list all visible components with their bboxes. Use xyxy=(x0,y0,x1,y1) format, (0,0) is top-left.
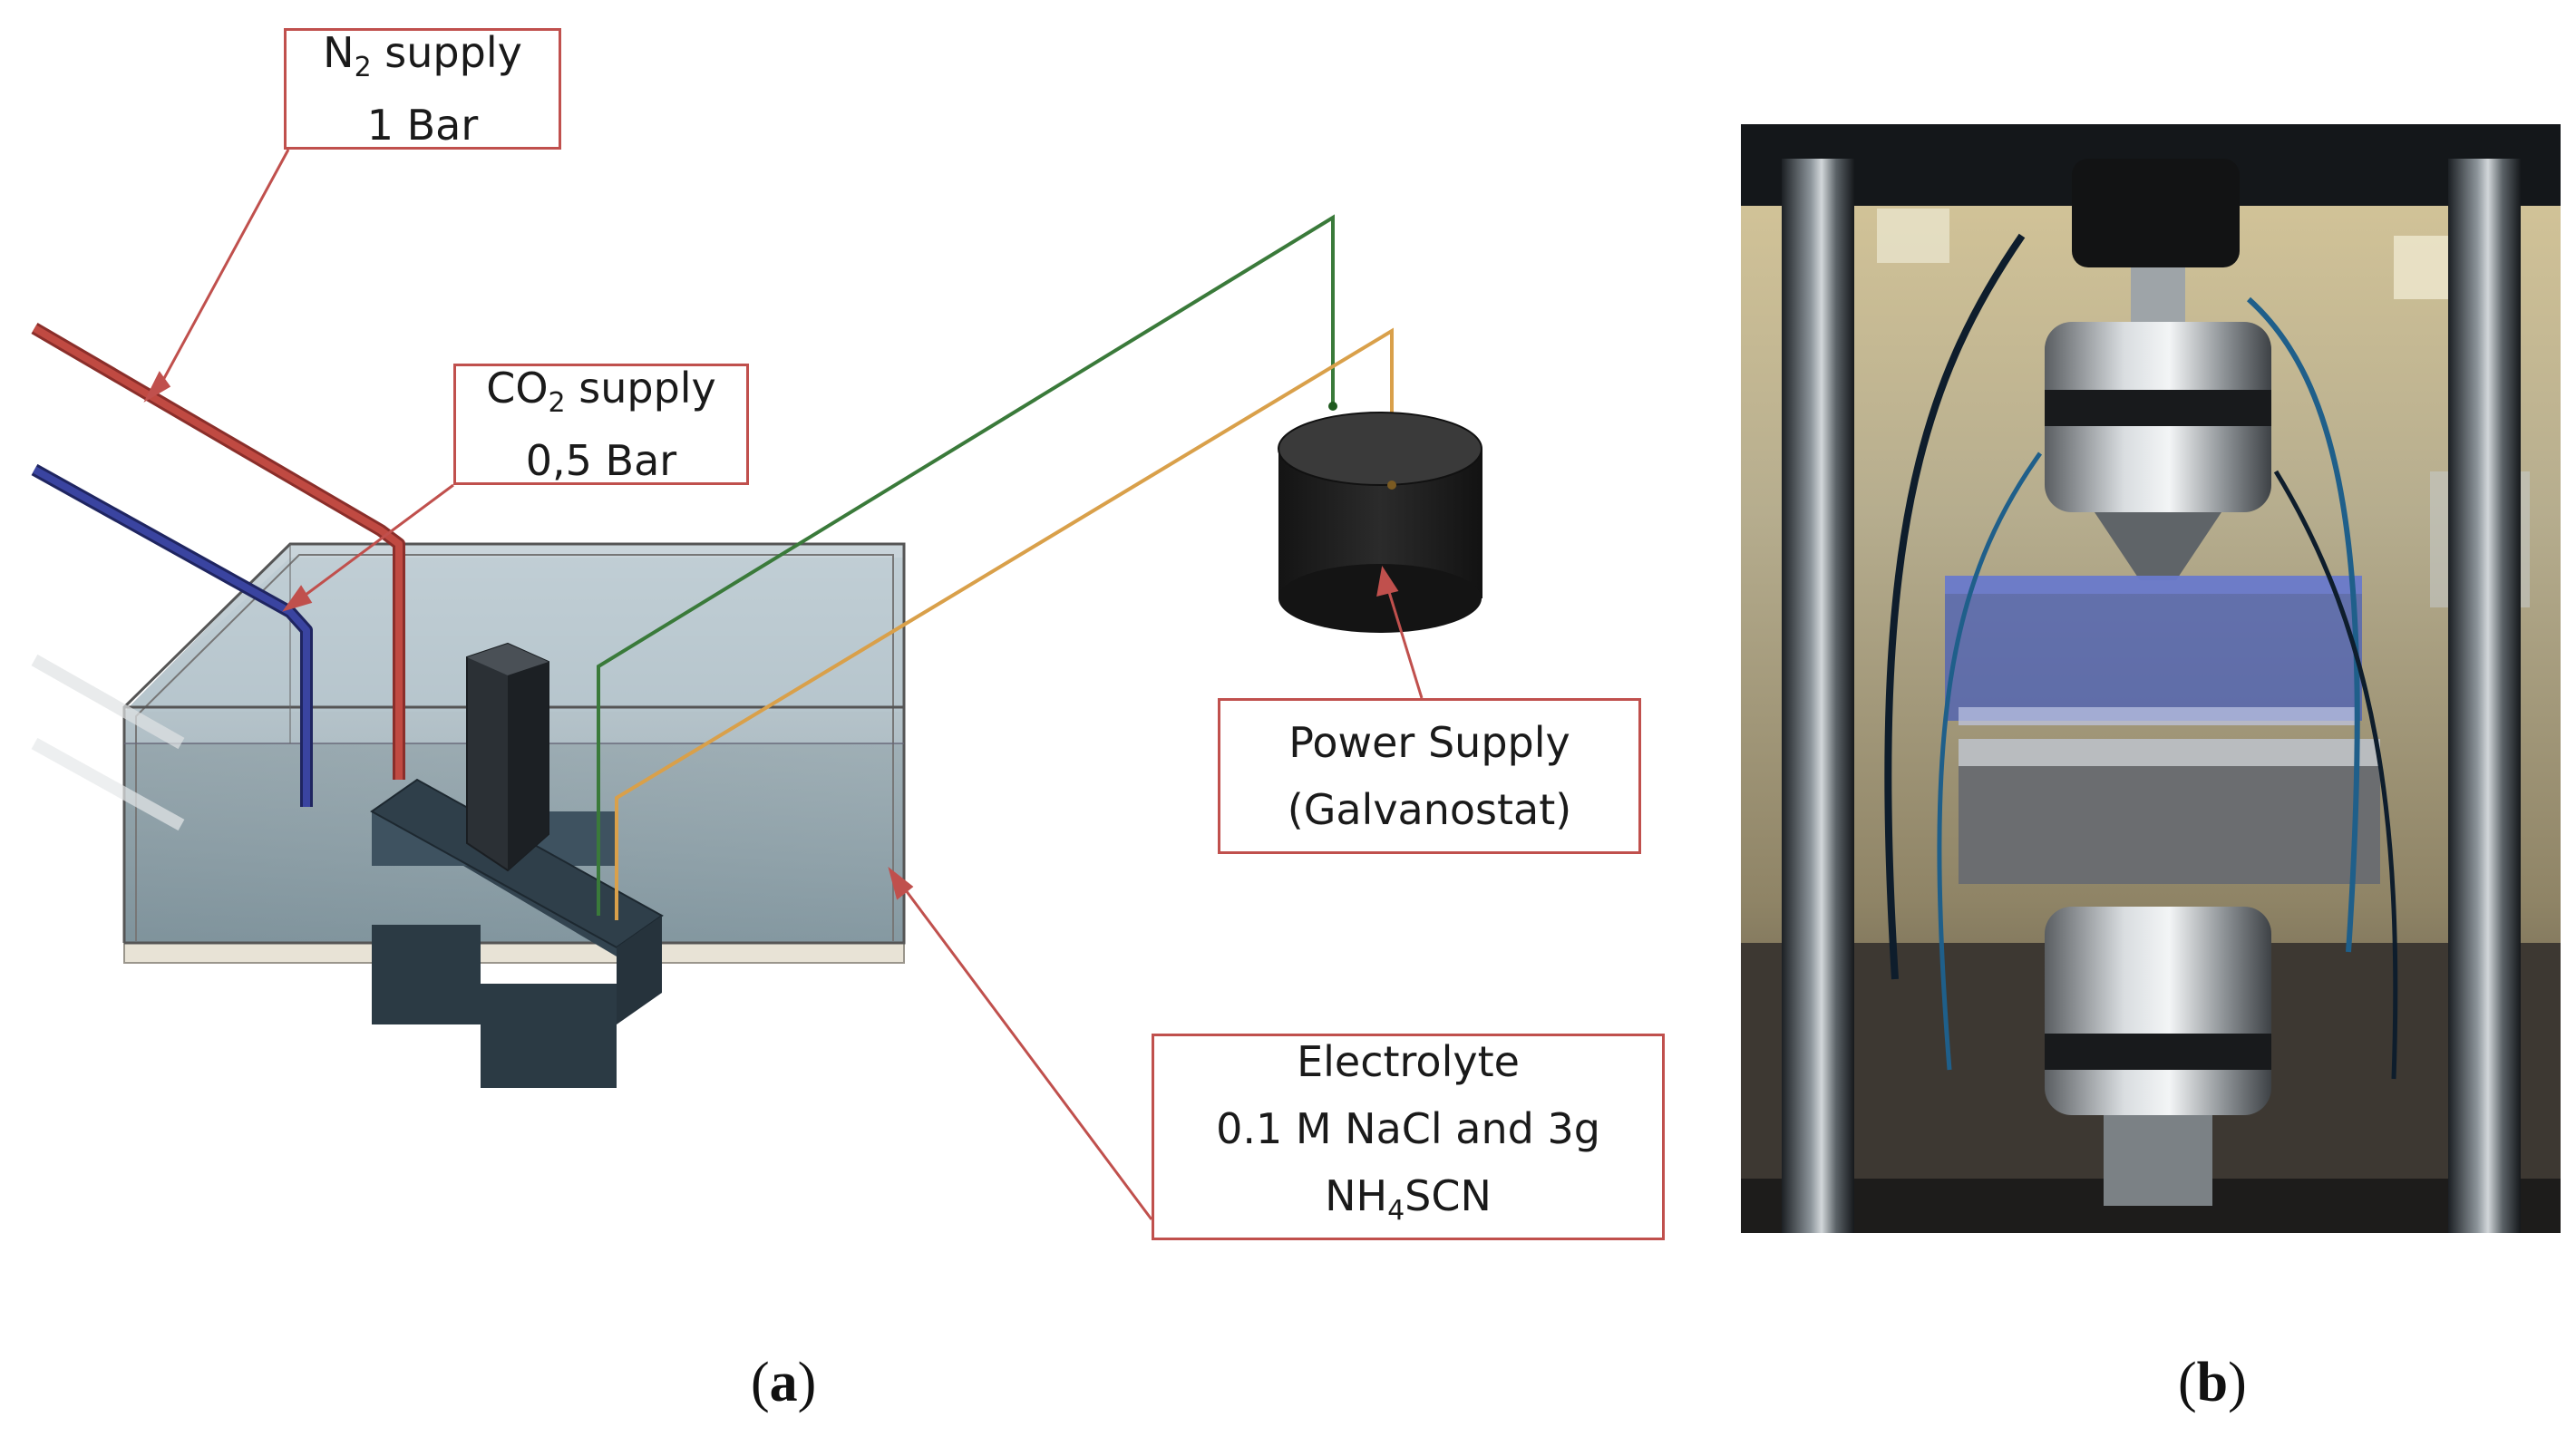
power-supply-callout: Power Supply (Galvanostat) xyxy=(1218,698,1641,854)
right-column xyxy=(2448,159,2521,1233)
n2-pipe xyxy=(31,322,405,780)
n2-supply-line1: N2 supply xyxy=(323,28,522,84)
power-supply-line1: Power Supply xyxy=(1288,718,1570,767)
electrolyte-title: Electrolyte xyxy=(1297,1037,1520,1087)
tank-water-top xyxy=(124,558,904,712)
n2-pressure: 1 Bar xyxy=(366,100,479,150)
co2-supply-line1: CO2 supply xyxy=(486,364,716,420)
electrolyte-additive: NH4SCN xyxy=(1325,1171,1492,1228)
power-supply-unit xyxy=(1278,402,1482,633)
callout-leaders xyxy=(143,149,1424,1220)
co2-pressure: 0,5 Bar xyxy=(525,435,677,485)
orange-wire xyxy=(615,327,1394,920)
electrolyte-callout: Electrolyte 0.1 M NaCl and 3g NH4SCN xyxy=(1152,1034,1665,1240)
photo-testing-machine xyxy=(1741,124,2561,1233)
panel-label-b: (b) xyxy=(2178,1352,2247,1413)
co2-supply-callout: CO2 supply 0,5 Bar xyxy=(453,364,749,485)
lower-support-left xyxy=(372,925,481,1024)
lower-support-right xyxy=(481,984,617,1088)
co2-pipe xyxy=(31,463,313,807)
electrolyte-bath xyxy=(1945,576,2362,721)
tank-base-plate xyxy=(123,942,905,964)
left-column xyxy=(1782,159,1854,1233)
green-wire xyxy=(597,214,1335,916)
panel-label-a: (a) xyxy=(751,1352,817,1413)
specimen-assembly xyxy=(370,642,664,1088)
electrolyte-composition: 0.1 M NaCl and 3g xyxy=(1216,1104,1600,1154)
power-supply-line2: (Galvanostat) xyxy=(1287,785,1572,834)
lower-grip xyxy=(2045,907,2271,1115)
n2-supply-callout: N2 supply 1 Bar xyxy=(284,28,561,150)
